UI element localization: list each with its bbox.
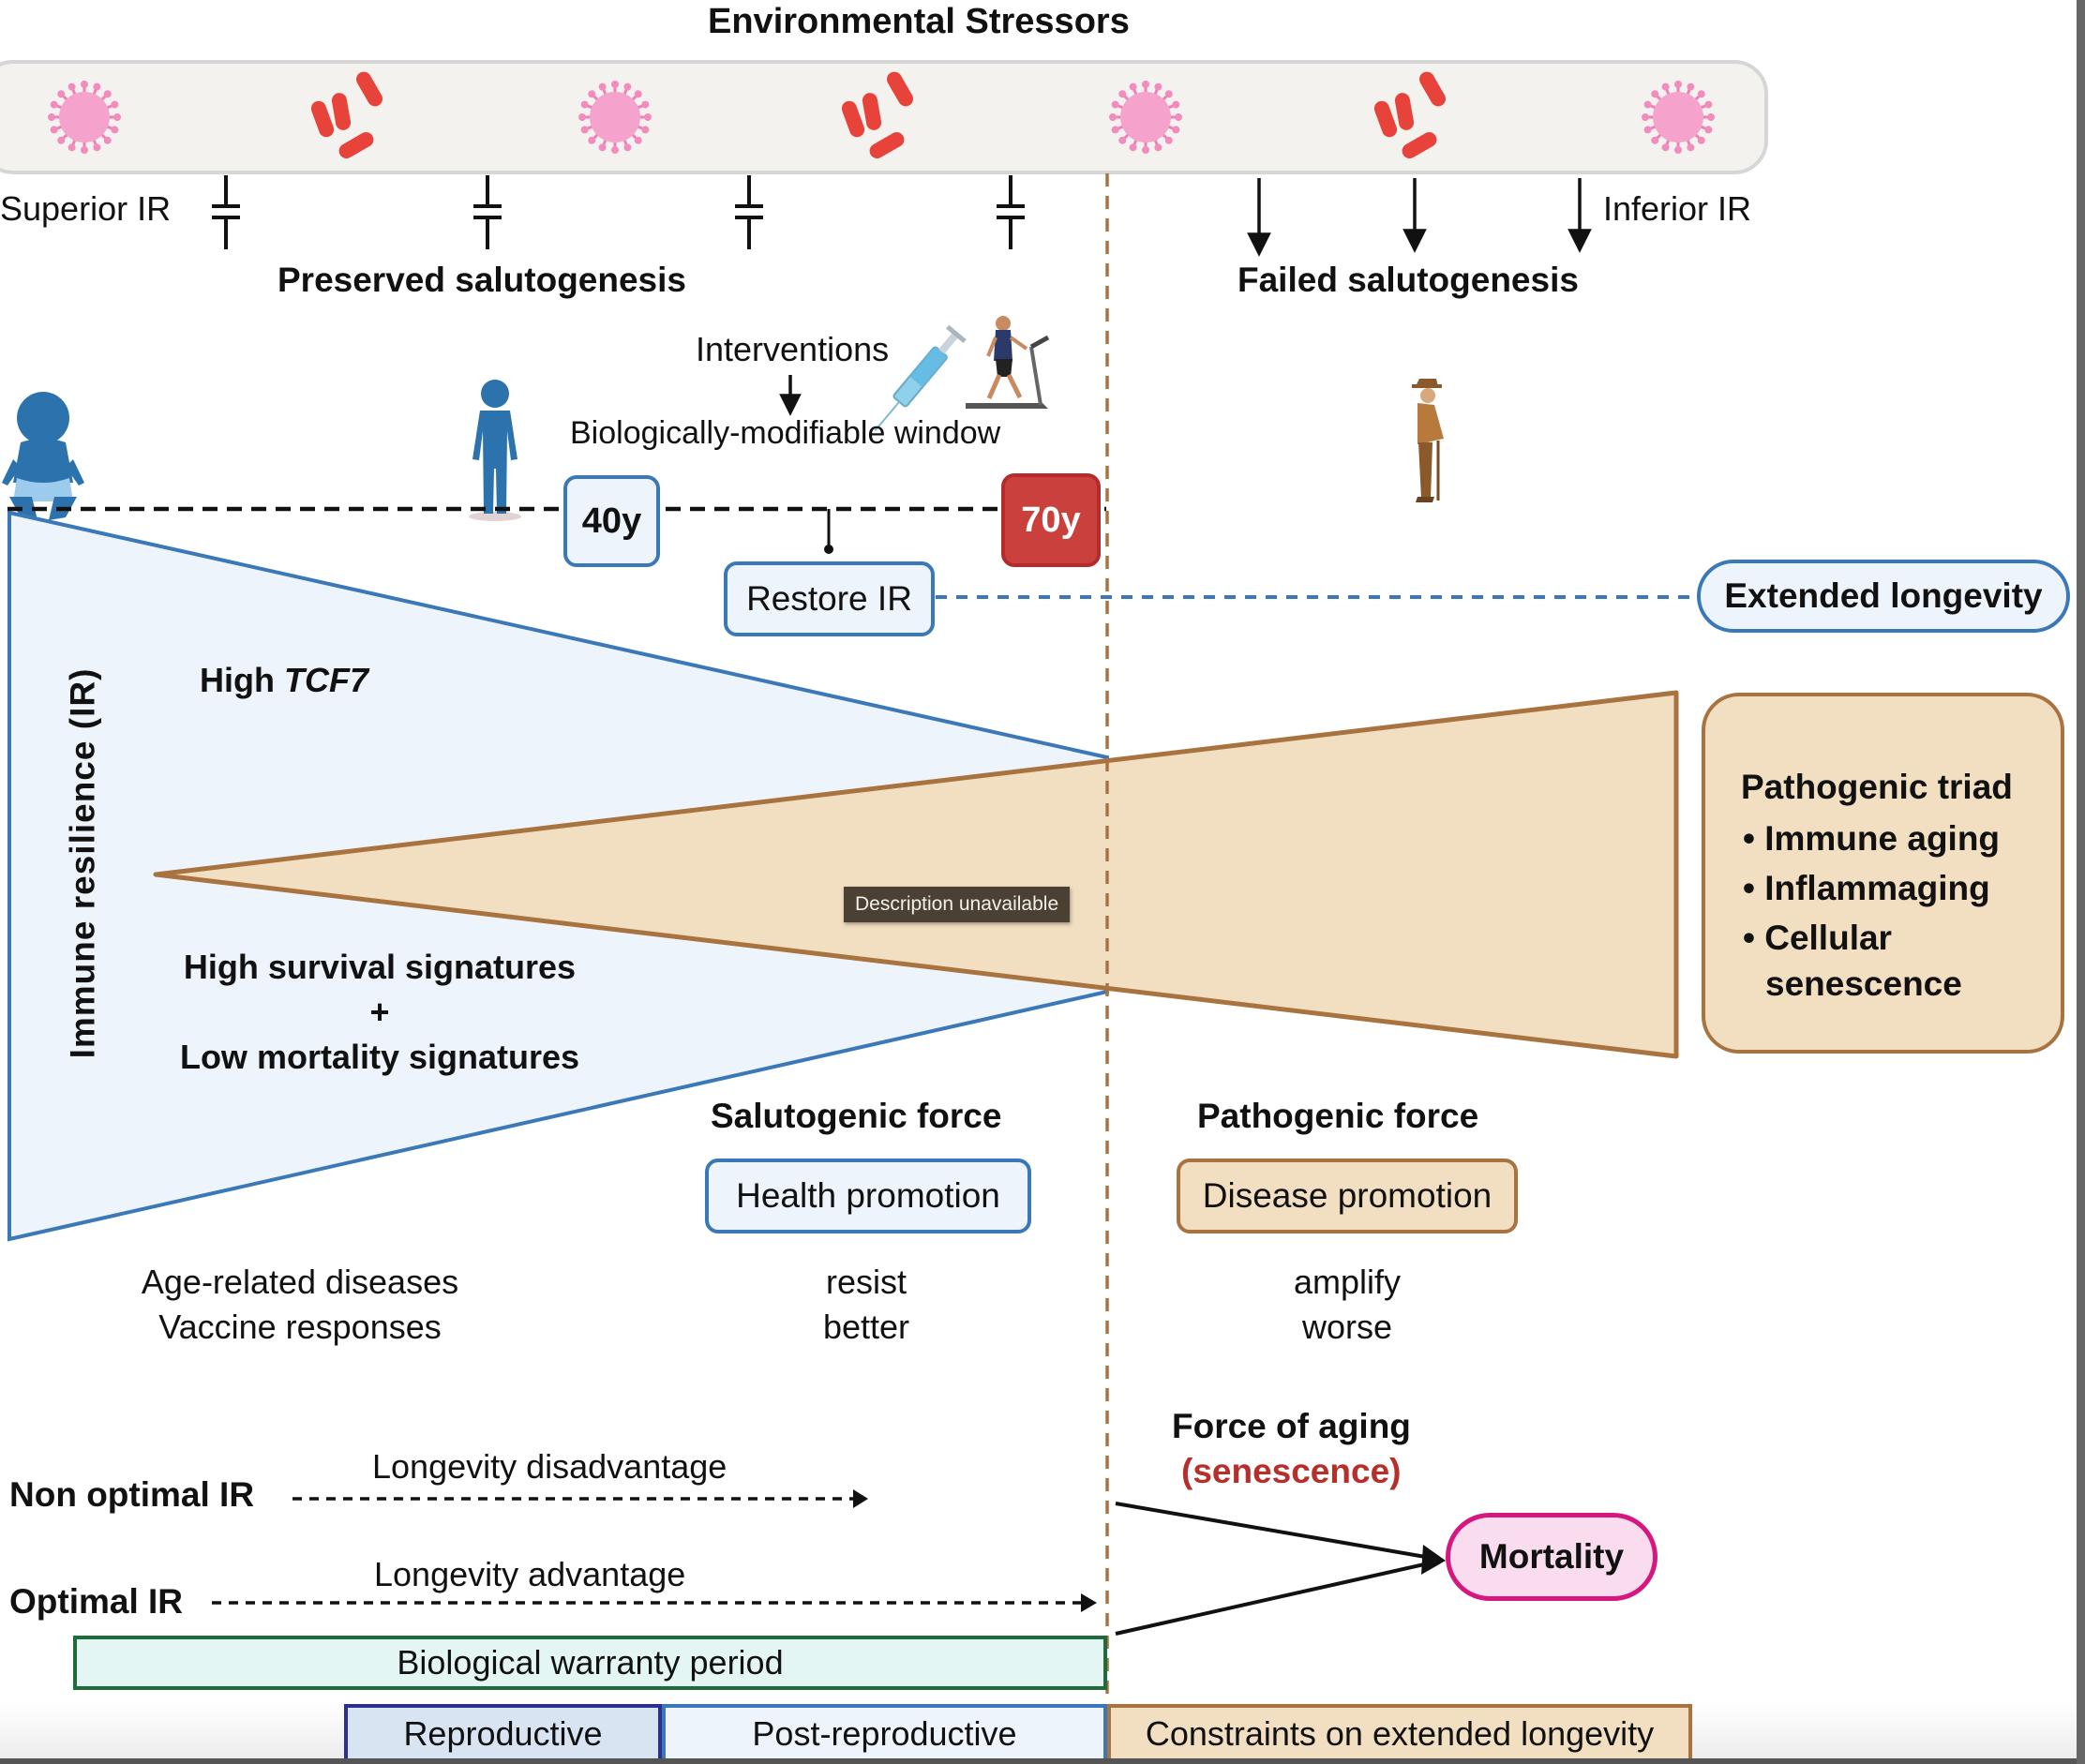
salutogenic-effect: resist better [772,1260,960,1350]
inhibit-icon [735,175,763,249]
down-arrow-icon [1247,178,1271,257]
preserved-salutogenesis-label: Preserved salutogenesis [278,261,686,299]
better-label: better [822,1308,910,1346]
reproductive-bar: Reproductive [344,1704,662,1764]
age-40-badge: 40y [563,475,660,567]
outcomes-label: Age-related diseases Vaccine responses [94,1260,506,1350]
salutogenic-force-label: Salutogenic force [711,1097,1002,1135]
down-arrow-icon [1402,178,1427,253]
non-optimal-ir-label: Non optimal IR [9,1475,255,1514]
health-promotion-box: Health promotion [705,1159,1031,1233]
description-tooltip: Description unavailable [844,887,1071,922]
treadmill-runner-icon [966,316,1050,409]
high-tcf7-label: High TCF7 [200,664,368,697]
elderly-person-icon [1412,379,1444,502]
pathogenic-force-label: Pathogenic force [1197,1097,1479,1135]
syringe-icon [874,324,967,432]
modifiable-window-label: Biologically-modifiable window [570,415,1001,451]
disease-promotion-box: Disease promotion [1177,1159,1518,1233]
inhibit-icon [473,175,502,249]
bacteria-icon [1373,71,1446,158]
triad-title: Pathogenic triad [1741,768,2013,806]
inferior-ir-label: Inferior IR [1603,189,1752,228]
tcf7-gene: TCF7 [283,661,368,699]
plus-sign: + [369,993,390,1031]
high-prefix: High [200,661,284,699]
amplify-label: amplify [1293,1263,1402,1301]
page-title: Environmental Stressors [708,2,1130,41]
longevity-disadvantage-label: Longevity disadvantage [372,1447,728,1486]
triad-item-text: Inflammaging [1764,869,1990,907]
interventions-arrow-icon [779,375,802,416]
force-of-aging-label: Force of aging [1172,1407,1411,1445]
aging-to-mortality-arrow [1115,1502,1437,1561]
virus-icon [1642,81,1715,154]
stressor-banner [0,60,1768,174]
post-reproductive-bar: Post-reproductive [662,1704,1107,1764]
low-mortality-label: Low mortality signatures [179,1038,580,1076]
senescence-label: (senescence) [1181,1452,1402,1490]
mortality-box: Mortality [1446,1513,1658,1601]
bacteria-icon [841,71,913,158]
triad-item-continuation: senescence [1765,964,1962,1003]
inhibit-icon [997,175,1025,249]
constraints-bar: Constraints on extended longevity [1107,1704,1692,1764]
baby-icon [2,392,84,520]
down-arrow-icon [1568,178,1592,253]
optimal-ir-label: Optimal IR [9,1582,184,1621]
bacteria-icon [310,71,382,159]
window-right-edge [2077,0,2085,1764]
age-related-diseases: Age-related diseases [141,1263,459,1301]
superior-ir-label: Superior IR [0,189,172,228]
virus-icon [578,81,652,154]
pathogenic-triad-box: Pathogenic triad • Immune aging • Inflam… [1702,693,2064,1054]
pathogenic-effect: amplify worse [1253,1260,1441,1350]
inhibit-icon [212,175,240,249]
high-survival-label: High survival signatures [183,948,577,986]
biological-warranty-bar: Biological warranty period [73,1636,1107,1690]
triad-item: • Cellular [1743,919,1892,957]
virus-icon [1109,81,1182,154]
interventions-label: Interventions [696,330,890,368]
signatures-block: High survival signatures + Low mortality… [150,945,609,1080]
triad-item-text: Immune aging [1764,819,2001,858]
immune-resilience-axis-label: Immune resilience (IR) [63,667,102,1059]
vaccine-responses: Vaccine responses [158,1308,442,1346]
age-70-badge: 70y [1001,473,1101,567]
extended-longevity-box: Extended longevity [1697,560,2070,633]
triad-item: • Inflammaging [1743,869,1990,907]
window-bottom-edge [0,1758,2085,1764]
virus-icon [48,81,121,154]
resist-label: resist [825,1263,907,1301]
triad-item: • Immune aging [1743,819,2001,858]
restore-connector [824,509,833,554]
triad-item-text: Cellular [1764,919,1892,957]
inhibit-symbols [212,175,1025,249]
pathogenic-wedge [153,690,1679,1059]
longevity-advantage-label: Longevity advantage [374,1555,686,1593]
adult-person-icon [469,380,521,521]
failure-arrows [1247,178,1592,257]
failed-salutogenesis-label: Failed salutogenesis [1238,261,1579,299]
restore-ir-box: Restore IR [724,561,935,636]
worse-label: worse [1301,1308,1393,1346]
optimal-to-mortality-arrow [1115,1561,1433,1636]
